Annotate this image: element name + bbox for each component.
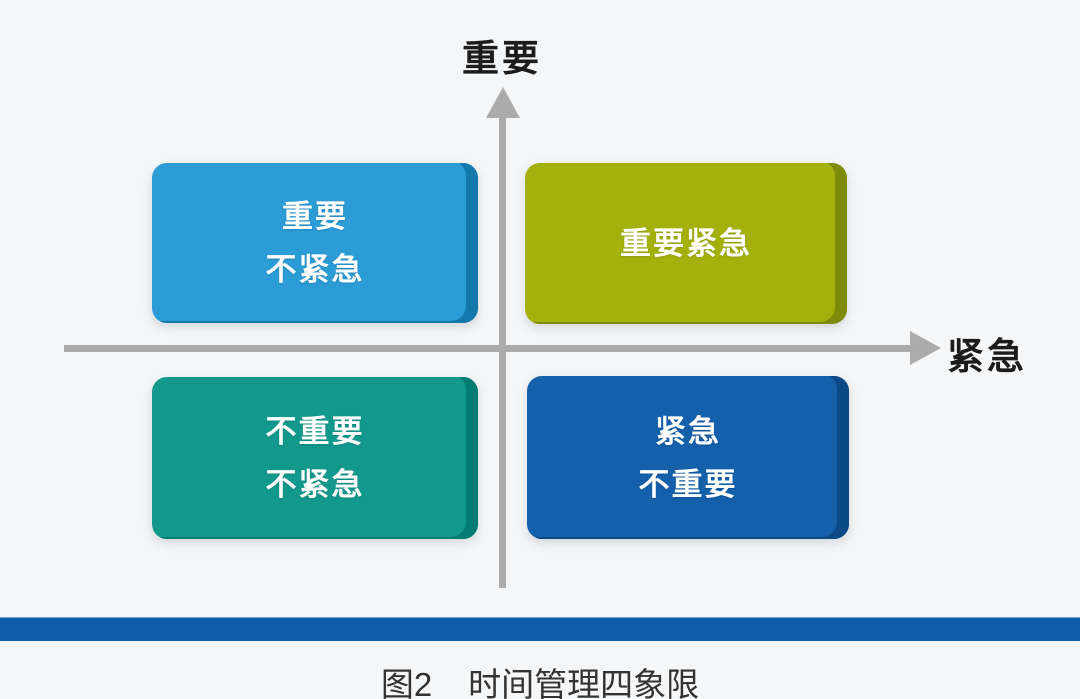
x-axis-label-urgent: 紧急 [947, 336, 1027, 377]
quadrant-label-line: 不重要 [265, 414, 365, 449]
figure-title: 时间管理四象限 [468, 666, 700, 699]
quadrant-label-line: 重要紧急 [620, 226, 752, 261]
y-axis-label-important: 重要 [462, 38, 542, 79]
figure-number: 图2 [380, 666, 433, 699]
bottom-divider-bar [0, 617, 1080, 641]
quadrant-label-line: 重要 [282, 199, 348, 234]
right-arrow-icon [910, 331, 941, 365]
quadrant-label-line: 不紧急 [265, 252, 365, 287]
quadrant-label-line: 不紧急 [265, 467, 365, 502]
figure-caption: 图2 时间管理四象限 [0, 658, 1080, 699]
quadrant-important-urgent: 重要紧急 [525, 163, 847, 324]
quadrant-urgent-not-important: 紧急 不重要 [527, 376, 849, 539]
x-axis-line [64, 345, 914, 352]
quadrant-important-not-urgent: 重要 不紧急 [152, 163, 478, 323]
quadrant-label-line: 紧急 [655, 413, 721, 449]
quadrant-not-important-not-urgent: 不重要 不紧急 [152, 377, 478, 539]
up-arrow-icon [486, 87, 520, 118]
quadrant-label-line: 不重要 [638, 466, 738, 502]
